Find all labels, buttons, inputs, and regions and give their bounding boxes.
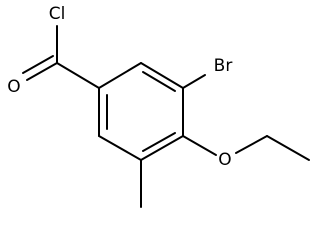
carbonyl-double-bond-outer	[26, 62, 58, 81]
benzene-ring	[98, 62, 184, 161]
acyl-chloride-group: Cl O	[7, 4, 100, 97]
ring-bond-bottom-left	[98, 135, 142, 161]
ring-bond-bottom-right	[140, 135, 184, 161]
ring-double-bond-inner-top-right	[142, 71, 176, 92]
ring-bond-top-right	[140, 62, 184, 89]
ether-oxygen-to-ch2-bond	[235, 135, 268, 154]
carbonyl-double-bond-inner	[22, 55, 54, 74]
ring-double-bond-inner-bottom-right	[142, 132, 176, 152]
bromine-atom-label: Br	[214, 56, 233, 76]
ring-to-bromine-bond	[182, 74, 206, 89]
ethoxy-substituent: O	[182, 135, 310, 170]
ether-oxygen-atom-label: O	[218, 150, 231, 170]
ring-bond-top-left	[98, 62, 142, 89]
chlorine-atom-label: Cl	[49, 4, 66, 24]
chemical-structure-diagram: Cl O Br O	[7, 4, 310, 208]
ring-to-carbonyl-bond	[56, 62, 100, 89]
bromine-substituent: Br	[182, 56, 233, 89]
ch2-to-ch3-bond	[266, 135, 310, 161]
ring-to-ether-oxygen-bond	[182, 135, 217, 156]
carbonyl-oxygen-atom-label: O	[7, 77, 20, 97]
